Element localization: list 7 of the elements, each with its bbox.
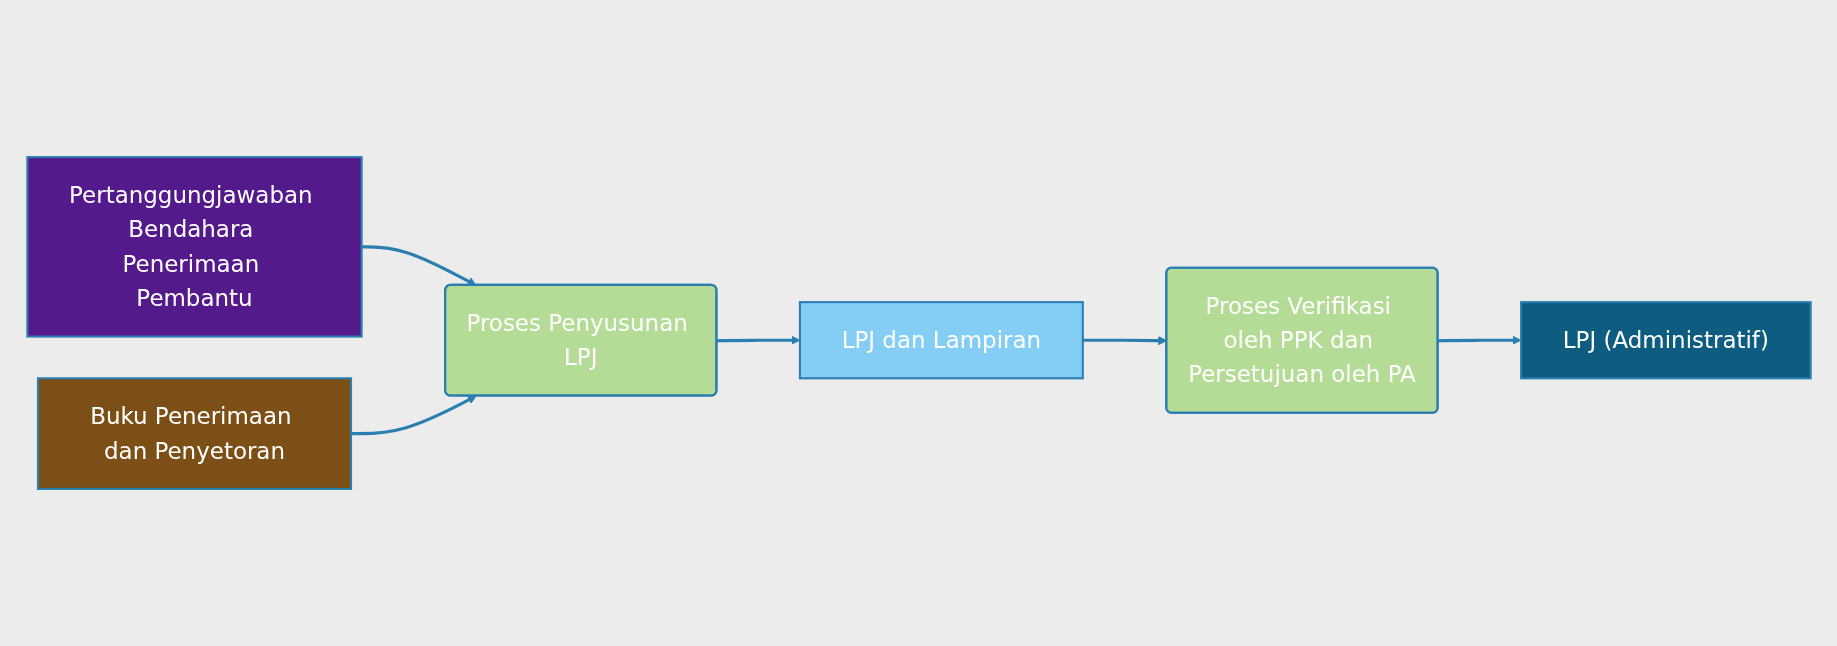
arrow (1437, 335, 1521, 345)
node-box: LPJ dan Lampiran (798, 301, 1084, 380)
node-box: LPJ (Administratif) (1519, 301, 1812, 380)
node-box: Pertanggungjawaban Bendahara Penerimaan Pembantu (25, 156, 363, 338)
arrow (350, 395, 477, 436)
node-box: Buku Penerimaan dan Penyetoran (36, 377, 352, 490)
arrow (716, 335, 800, 345)
